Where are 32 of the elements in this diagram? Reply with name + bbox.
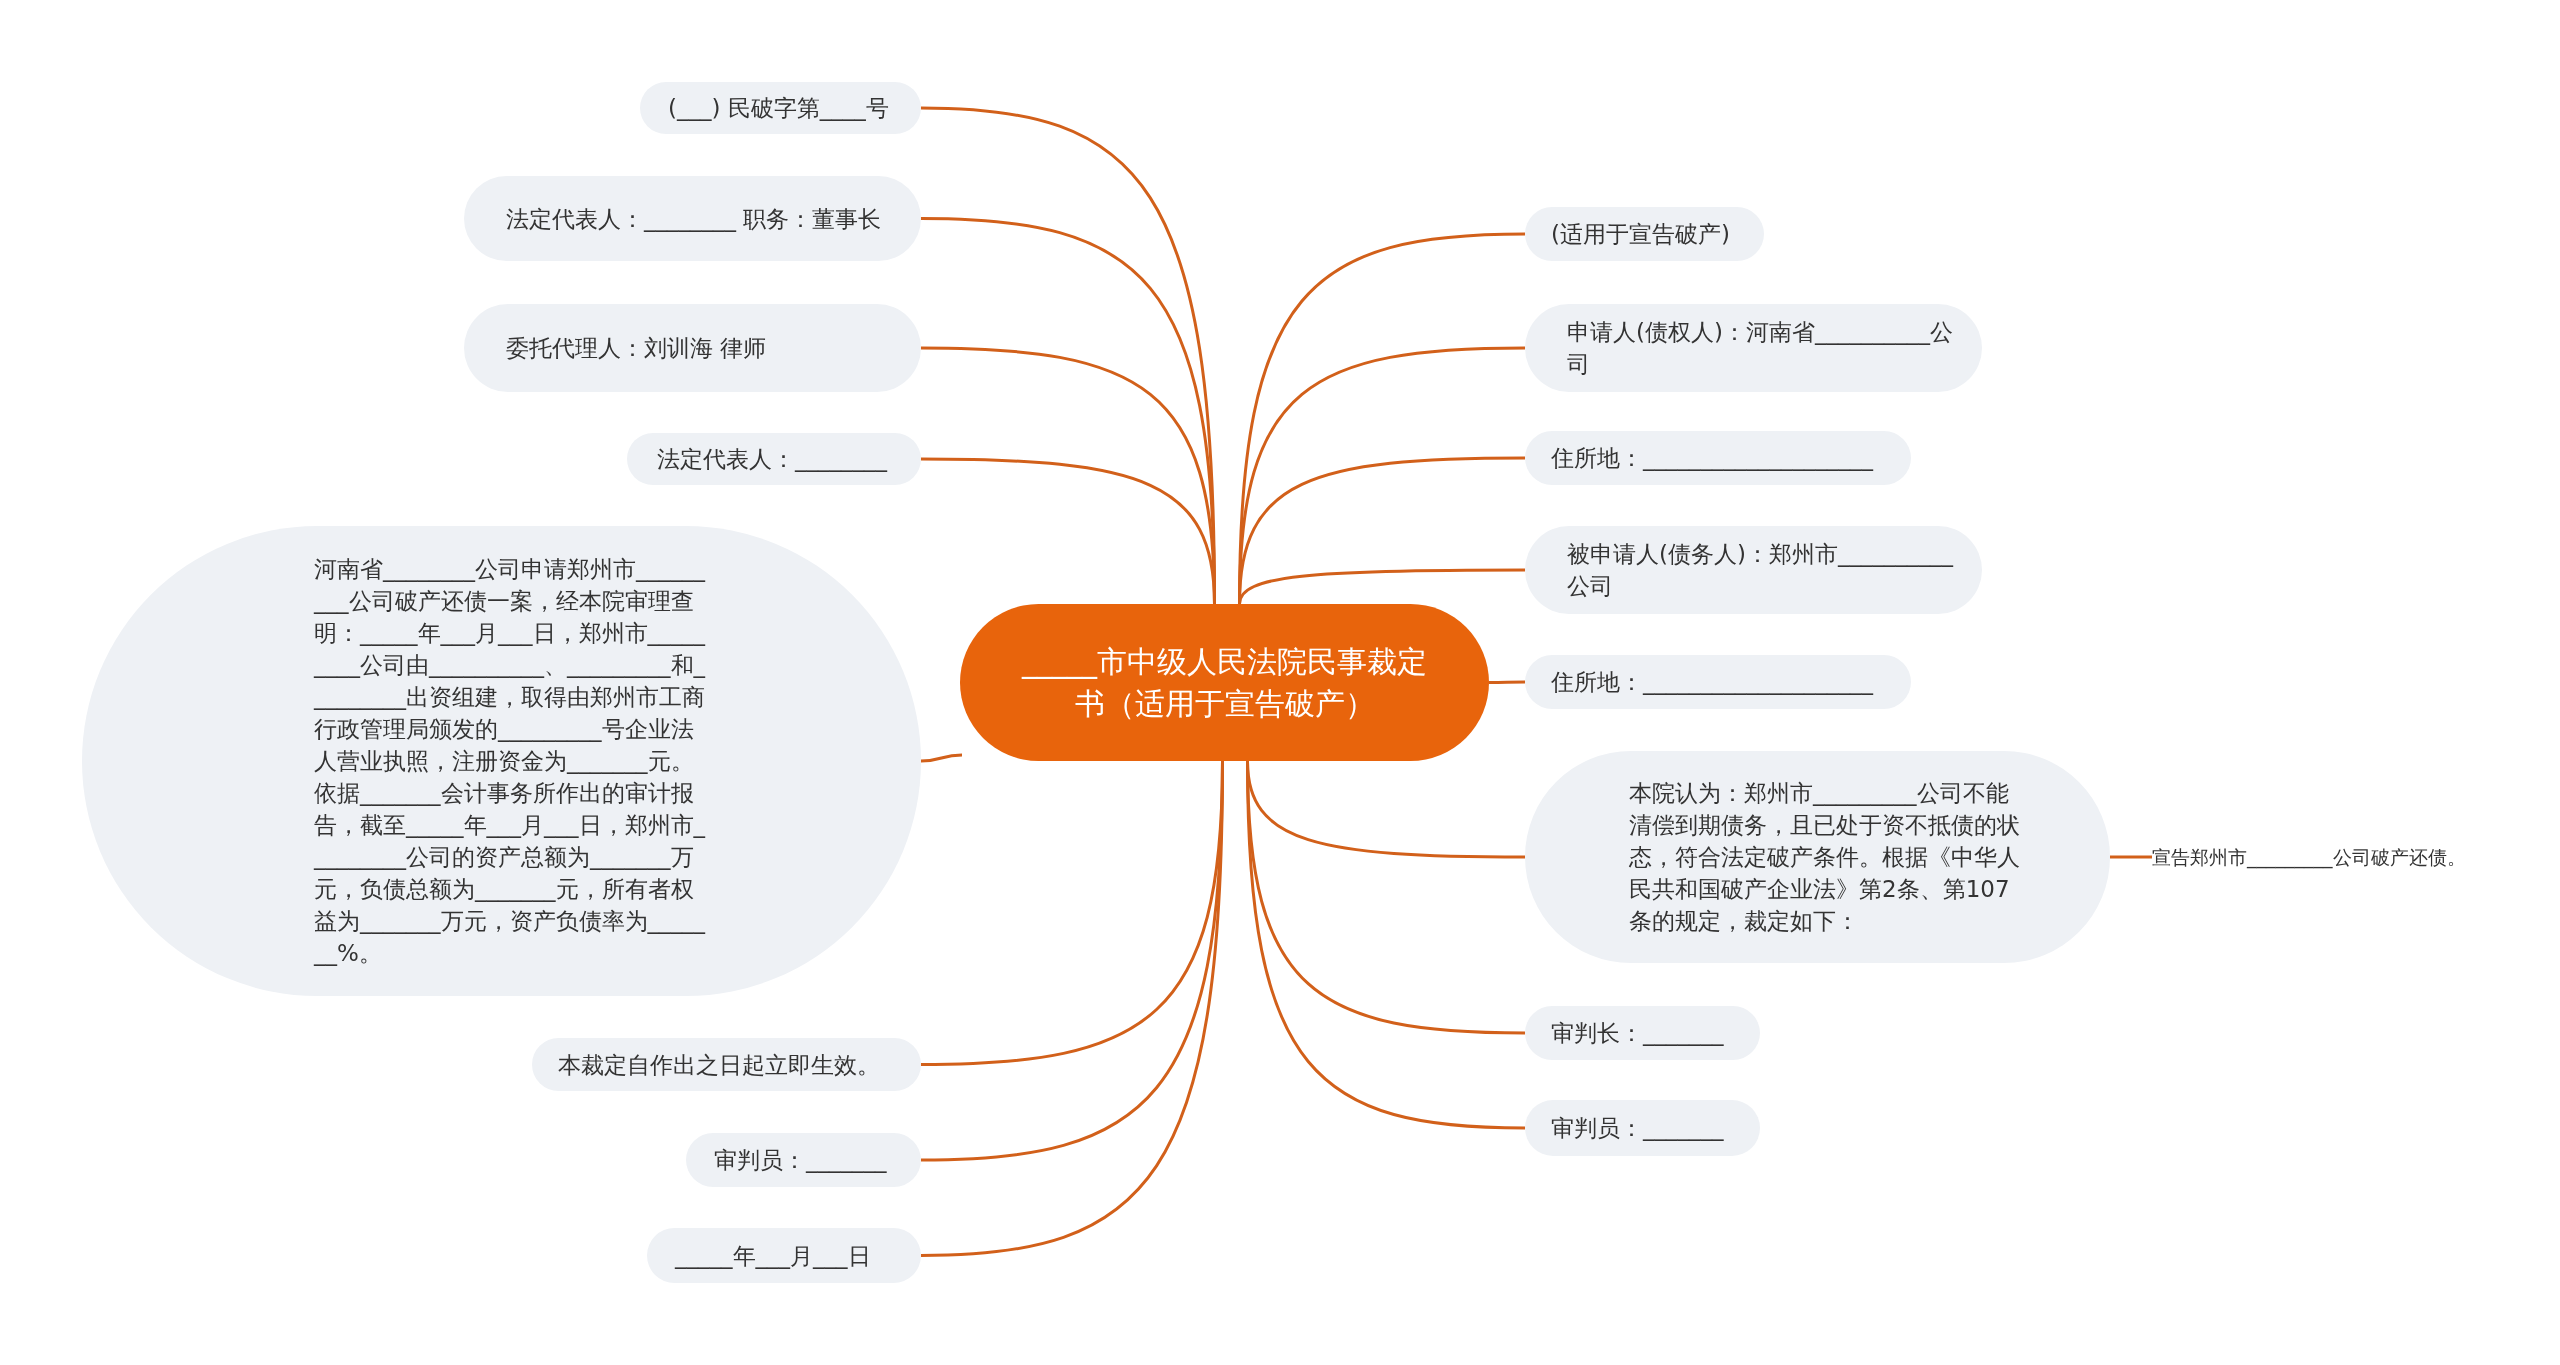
topic-text: 宣告郑州市_________公司破产还债。 <box>2152 845 2467 869</box>
topic-text: 委托代理人：刘训海 律师 <box>506 334 768 363</box>
topic-node <box>1525 655 1911 709</box>
topic-node <box>686 1133 921 1187</box>
topic-text: (适用于宣告破产) <box>1551 220 1731 249</box>
topic-node <box>1525 431 1911 485</box>
topic-text: 审判员：_______ <box>1551 1114 1725 1143</box>
topic-text: 住所地：____________________ <box>1551 668 1875 697</box>
topic-text: (___) 民破字第____号 <box>668 94 890 123</box>
topic-text: 审判员：_______ <box>714 1146 888 1175</box>
topic-text: 住所地：____________________ <box>1551 444 1875 473</box>
topic-node <box>627 433 921 485</box>
topic-text: 申请人(债权人)：河南省__________公司 <box>1567 318 1954 379</box>
branch-line <box>920 753 963 763</box>
topic-text: 法定代表人：________ 职务：董事长 <box>506 204 883 234</box>
topic-title: _____市中级人民法院民事裁定书（适用于宣告破产） <box>1020 642 1428 723</box>
topic-text: 法定代表人：________ <box>657 445 889 474</box>
branch-line <box>1238 568 1525 605</box>
topic-text: 河南省________公司申请郑州市_________公司破产还债一案，经本院审理查明：_____年___月___日，郑州市_________公司由__________、_________和_________出资组建，取得由郑州市工商行政管理局颁发的_________号企业法人营业执照，注册资金为_______元。依据_______会计事务所作出的审计报告，截至_____年___月___日，郑州市_________公司的资产总额为_______万元，负债总额为_______元，所有者权益为_______万元，资产负债率为_______%。 <box>314 555 707 968</box>
topic-node <box>1525 1100 1760 1156</box>
branch-line <box>1489 680 1525 684</box>
topic-node <box>640 82 921 134</box>
topic-text: 本院认为：郑州市_________公司不能清偿到期债务，且已处于资不抵债的状态，符合法定破产条件。根据《中华人民共和国破产企业法》第2条、第107条的规定，裁定如下： <box>1629 779 2021 936</box>
topic-text: 本裁定自作出之日起立即生效。 <box>558 1050 881 1080</box>
topic-node <box>1525 1006 1760 1060</box>
topic-node <box>1525 207 1764 261</box>
topic-node <box>532 1038 921 1091</box>
branch-line <box>921 457 1216 605</box>
branch-line <box>2110 855 2152 859</box>
topic-text: 被申请人(债务人)：郑州市__________公司 <box>1567 540 1955 601</box>
topic-text: _____年___月___日 <box>675 1241 872 1271</box>
topic-text: 审判长：_______ <box>1551 1019 1725 1048</box>
